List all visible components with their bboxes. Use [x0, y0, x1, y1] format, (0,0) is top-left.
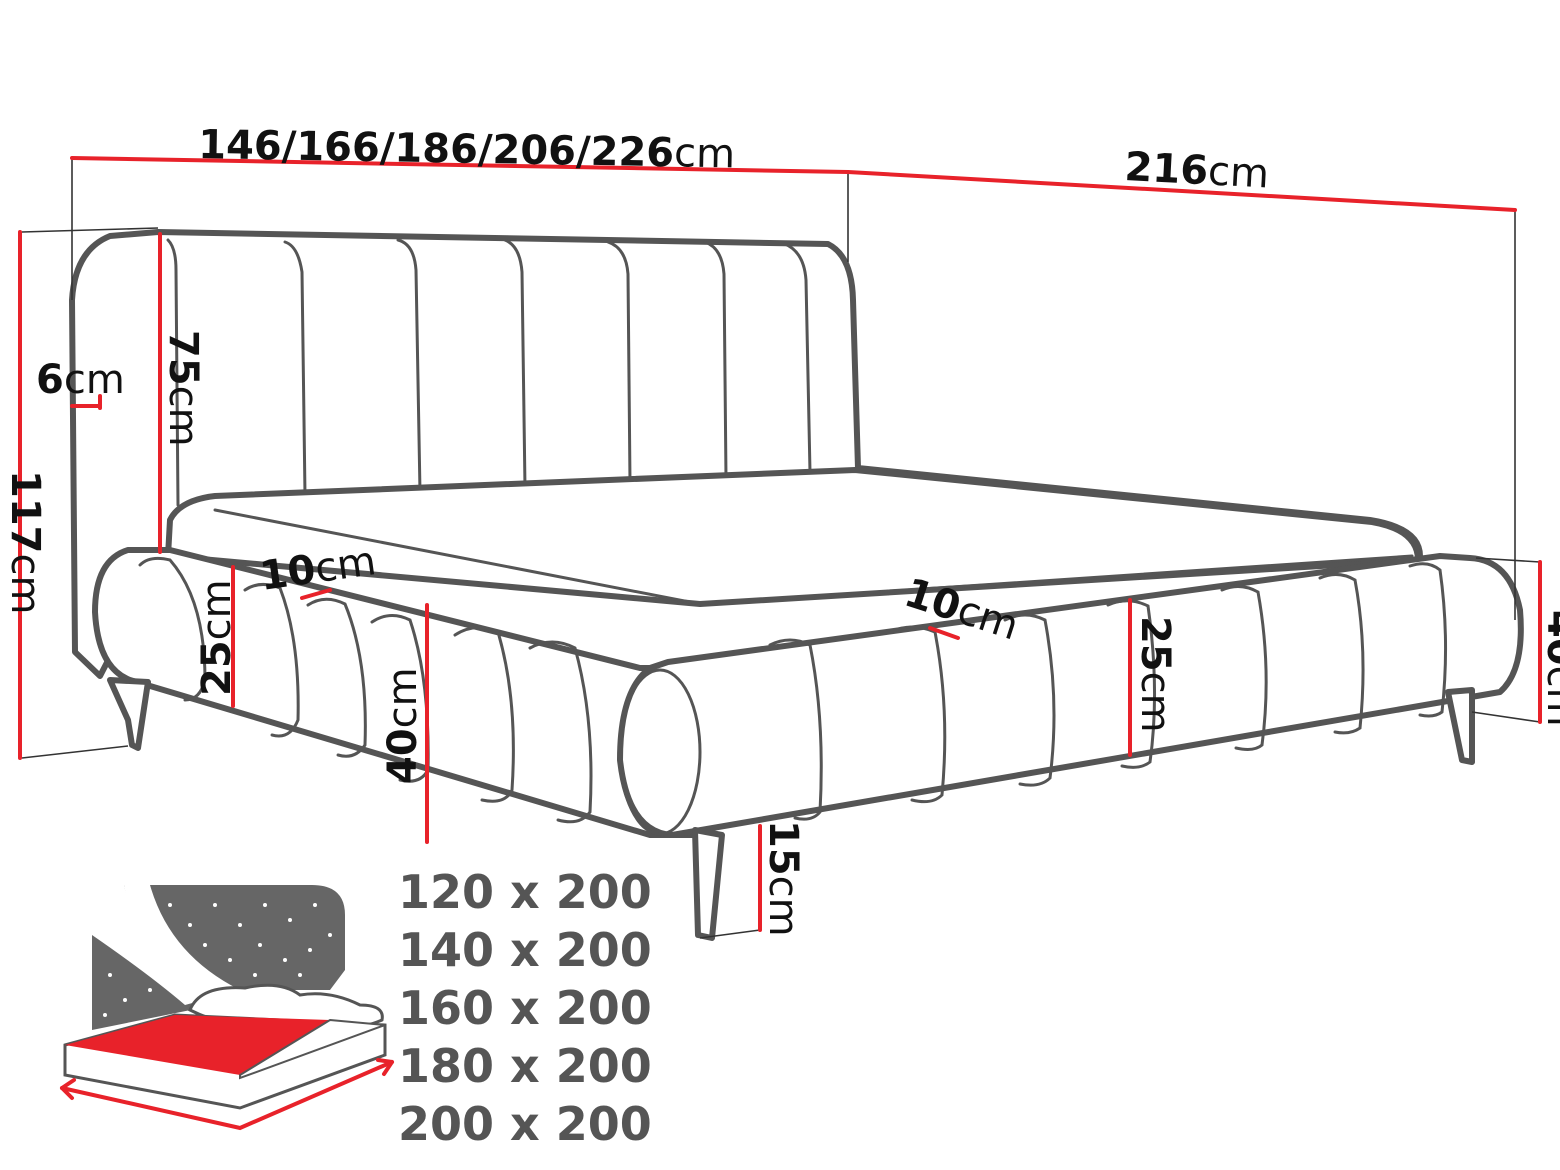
mattress-top [165, 467, 1421, 607]
right-rail-height-label: 25cm [1132, 616, 1178, 733]
size-option: 180 x 200 [398, 1039, 652, 1093]
bed-outline-icon [69, 229, 1524, 941]
size-option: 160 x 200 [398, 981, 652, 1035]
size-option: 200 x 200 [398, 1097, 652, 1151]
headboard-height-label: 75cm [160, 330, 206, 447]
right-rail-width-line [928, 626, 960, 640]
leg-back-left [107, 677, 151, 751]
right-bed-height-label: 40cm [1538, 610, 1560, 727]
bed-height-label: 40cm [380, 667, 426, 784]
left-rail-height-label: 25cm [194, 579, 240, 696]
mattress-size-list: 120 x 200 140 x 200 160 x 200 180 x 200 … [398, 865, 652, 1151]
headboard-thickness-label: 6cm [36, 357, 125, 403]
leg-height-label: 15cm [760, 820, 806, 937]
total-height-label: 117cm [2, 470, 48, 614]
length-label: 216cm [1123, 144, 1270, 197]
front-rail-segments [768, 562, 1448, 821]
leg-back-right [1445, 687, 1475, 765]
left-side-rail [92, 547, 703, 838]
leg-front [692, 827, 725, 941]
length-line [846, 170, 1517, 212]
starry-night-mattress-icon [60, 885, 394, 1131]
dimension-lines [18, 156, 1542, 939]
width-line [70, 156, 850, 174]
dimension-labels: 146/166/186/206/226cm 216cm 117cm 75cm 6… [2, 122, 1560, 937]
width-label: 146/166/186/206/226cm [198, 122, 736, 177]
size-option: 120 x 200 [398, 865, 652, 919]
stars [103, 903, 332, 1017]
size-option: 140 x 200 [398, 923, 652, 977]
front-roll-end [618, 668, 702, 836]
left-rail-width-line [300, 588, 332, 600]
headboard-channels [166, 238, 812, 507]
left-rail-segments [138, 556, 593, 824]
left-rail-width-label: 10cm [257, 538, 379, 600]
